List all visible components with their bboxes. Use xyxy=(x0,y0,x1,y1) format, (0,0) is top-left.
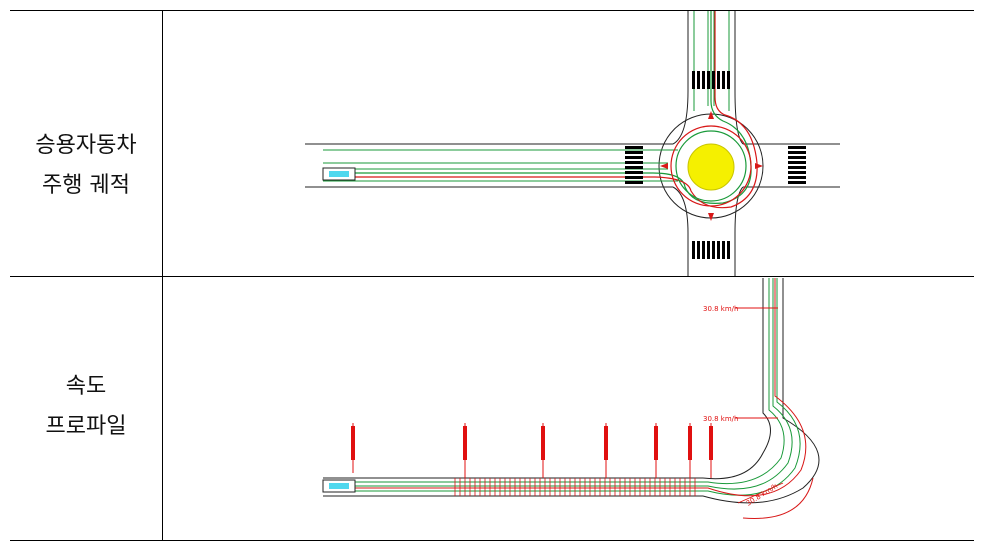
arrow-west xyxy=(660,163,668,169)
row1-label: 승용자동차 주행 궤적 xyxy=(10,126,162,206)
central-island xyxy=(687,143,735,191)
row1-label-line1: 승용자동차 xyxy=(35,133,137,158)
row2-label: 속도 프로파일 xyxy=(10,367,162,447)
lane-line-2 xyxy=(323,278,793,490)
corner-nw xyxy=(672,90,689,145)
arrow-south xyxy=(708,213,714,221)
row2-label-line1: 속도 xyxy=(65,374,107,399)
comparison-table: 승용자동차 주행 궤적 속도 프로파일 xyxy=(10,10,974,541)
speed-profile-drawing: 30.8 km/h 30.8 km/h 30.8 km/h xyxy=(322,278,820,519)
circulatory-path-green xyxy=(675,130,747,202)
circulatory-path-red xyxy=(670,125,752,207)
lane-line-3 xyxy=(323,278,801,496)
speed-label-mid: 30.8 km/h xyxy=(703,415,738,423)
speed-label-top: 30.8 km/h xyxy=(703,305,738,313)
corner-sw xyxy=(672,186,689,234)
table-top-rule xyxy=(10,10,974,11)
crosswalk-south xyxy=(692,241,730,259)
speed-ring xyxy=(742,477,814,519)
speed-path-red xyxy=(353,278,807,497)
lane-line-1 xyxy=(323,278,785,485)
crosswalk-west xyxy=(625,146,643,184)
crosswalk-east xyxy=(788,146,806,184)
corner-se xyxy=(734,186,744,234)
table-column-divider xyxy=(162,10,163,541)
table-bottom-rule xyxy=(10,540,974,541)
arrow-east xyxy=(755,163,763,169)
arrow-north xyxy=(708,111,714,119)
speed-hatch xyxy=(454,478,784,504)
roundabout-trajectory-drawing xyxy=(305,11,840,276)
corner-ne xyxy=(734,90,744,145)
vehicle-icon xyxy=(322,167,356,181)
table-middle-rule xyxy=(10,276,974,277)
vehicle-path-red xyxy=(323,11,758,209)
row2-label-line2: 프로파일 xyxy=(45,414,127,439)
road-curve-inner xyxy=(702,278,771,480)
vehicle-icon xyxy=(322,479,356,493)
row1-label-line2: 주행 궤적 xyxy=(42,173,130,198)
vehicle-path-green xyxy=(323,11,752,205)
crosswalk-north xyxy=(692,71,730,89)
